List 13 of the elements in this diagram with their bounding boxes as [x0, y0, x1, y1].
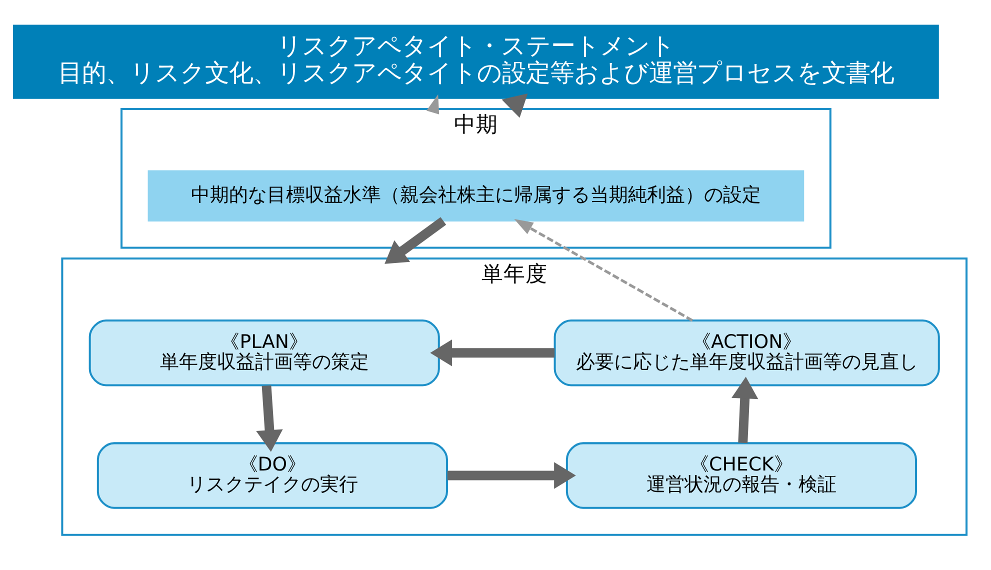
node-box: 《ACTION》 必要に応じた単年度収益計画等の見直し	[554, 319, 940, 386]
arrow	[447, 462, 576, 488]
node-box: 中期的な目標収益水準（親会社株主に帰属する当期純利益）の設定	[148, 170, 804, 221]
arrow	[514, 218, 694, 322]
node-box: リスクアペタイト・ステートメント 目的、リスク文化、リスクアペタイトの設定等および運営プロセスを文書化	[13, 24, 939, 98]
arrow	[384, 216, 446, 264]
node-box: 《PLAN》 単年度収益計画等の策定	[88, 319, 440, 386]
arrow	[256, 384, 283, 452]
arrow	[502, 92, 528, 118]
node-box: 《DO》 リスクテイクの実行	[96, 442, 448, 508]
arrow	[430, 339, 555, 366]
arrow	[732, 376, 758, 443]
node-box: 《CHECK》 運営状況の報告・検証	[566, 442, 917, 508]
